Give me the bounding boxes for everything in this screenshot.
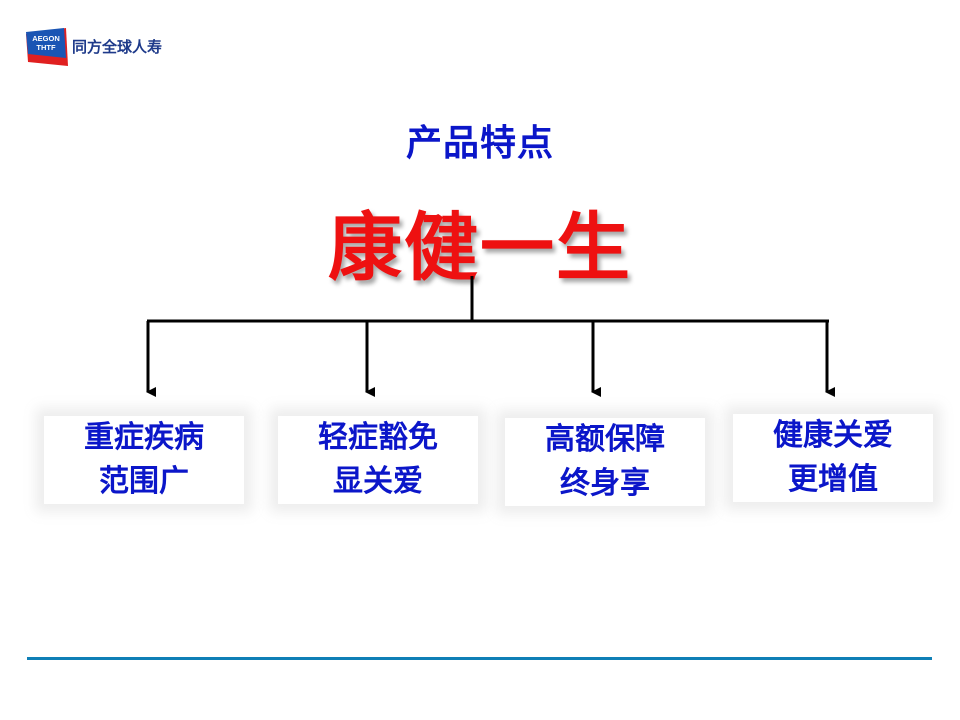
feature-box-2: 轻症豁免 显关爱	[278, 416, 478, 504]
feature-line2: 更增值	[788, 462, 878, 497]
feature-line1: 高额保障	[545, 422, 665, 457]
feature-line2: 显关爱	[333, 464, 423, 499]
logo-mark-bottom-text: THTF	[36, 43, 56, 52]
feature-line1: 轻症豁免	[318, 420, 438, 455]
feature-line2: 范围广	[99, 464, 189, 499]
feature-box-4: 健康关爱 更增值	[733, 414, 933, 502]
company-name: 同方全球人寿	[72, 38, 163, 56]
feature-box-3: 高额保障 终身享	[505, 418, 705, 506]
feature-line1: 重症疾病	[84, 420, 204, 455]
feature-box-1: 重症疾病 范围广	[44, 416, 244, 504]
aegon-thtf-logo-icon: AEGON THTF	[26, 28, 68, 66]
company-logo: AEGON THTF 同方全球人寿	[26, 28, 196, 68]
bottom-divider	[27, 657, 932, 660]
product-name: 康健一生	[328, 205, 632, 291]
page-heading: 产品特点	[405, 123, 554, 164]
feature-line1: 健康关爱	[773, 418, 893, 453]
feature-line2: 终身享	[560, 466, 650, 501]
logo-mark-top-text: AEGON	[32, 34, 60, 43]
